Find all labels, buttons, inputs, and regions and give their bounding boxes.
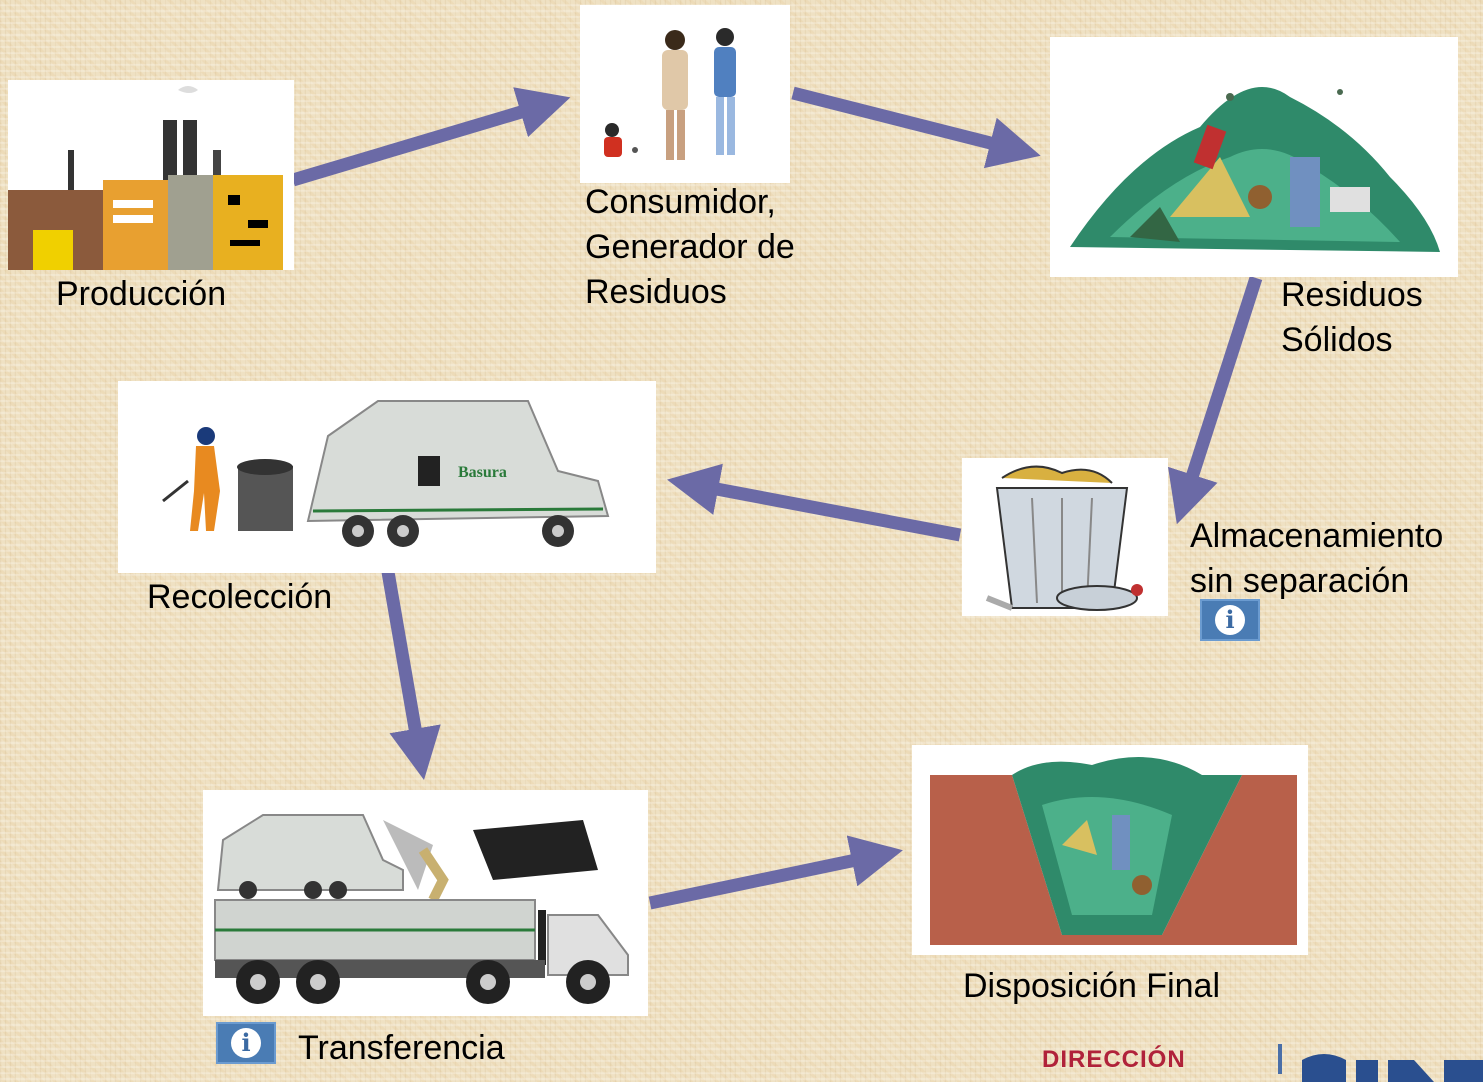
label-transferencia: Transferencia xyxy=(298,1029,505,1067)
truck-label: Basura xyxy=(458,464,507,481)
footer-logo-divider xyxy=(1278,1044,1282,1074)
footer-logo-text: DIRECCIÓN xyxy=(1042,1046,1186,1073)
footer-logo-mark xyxy=(1302,1054,1483,1082)
arrow-residuos-to-almacenamiento xyxy=(1167,276,1263,525)
label-disposicion: Disposición Final xyxy=(963,967,1220,1005)
info-icon: i xyxy=(231,1028,261,1058)
garbage-truck-image: Basura xyxy=(118,381,656,573)
label-recoleccion: Recolección xyxy=(147,578,333,616)
label-almacenamiento: Almacenamiento sin separación xyxy=(1190,517,1444,600)
factory-image xyxy=(8,80,294,270)
arrow-recoleccion-to-transferencia xyxy=(381,570,441,781)
garbage-pile-image xyxy=(1050,37,1458,277)
label-residuos: Residuos Sólidos xyxy=(1281,276,1423,359)
arrow-transferencia-to-disposicion xyxy=(648,835,903,910)
arrow-consumidor-to-residuos xyxy=(791,86,1041,169)
label-produccion: Producción xyxy=(56,275,227,313)
info-icon: i xyxy=(1215,605,1245,635)
landfill-image xyxy=(912,745,1308,955)
label-consumidor: Consumidor, Generador de Residuos xyxy=(585,183,795,311)
arrow-almacenamiento-to-recoleccion xyxy=(667,463,962,542)
arrow-produccion-to-consumidor xyxy=(291,87,571,187)
consumers-image xyxy=(580,5,790,183)
trash-can-image xyxy=(962,458,1168,616)
transfer-truck-image xyxy=(203,790,648,1016)
info-button-almacenamiento[interactable]: i xyxy=(1200,599,1260,641)
info-button-transferencia[interactable]: i xyxy=(216,1022,276,1064)
